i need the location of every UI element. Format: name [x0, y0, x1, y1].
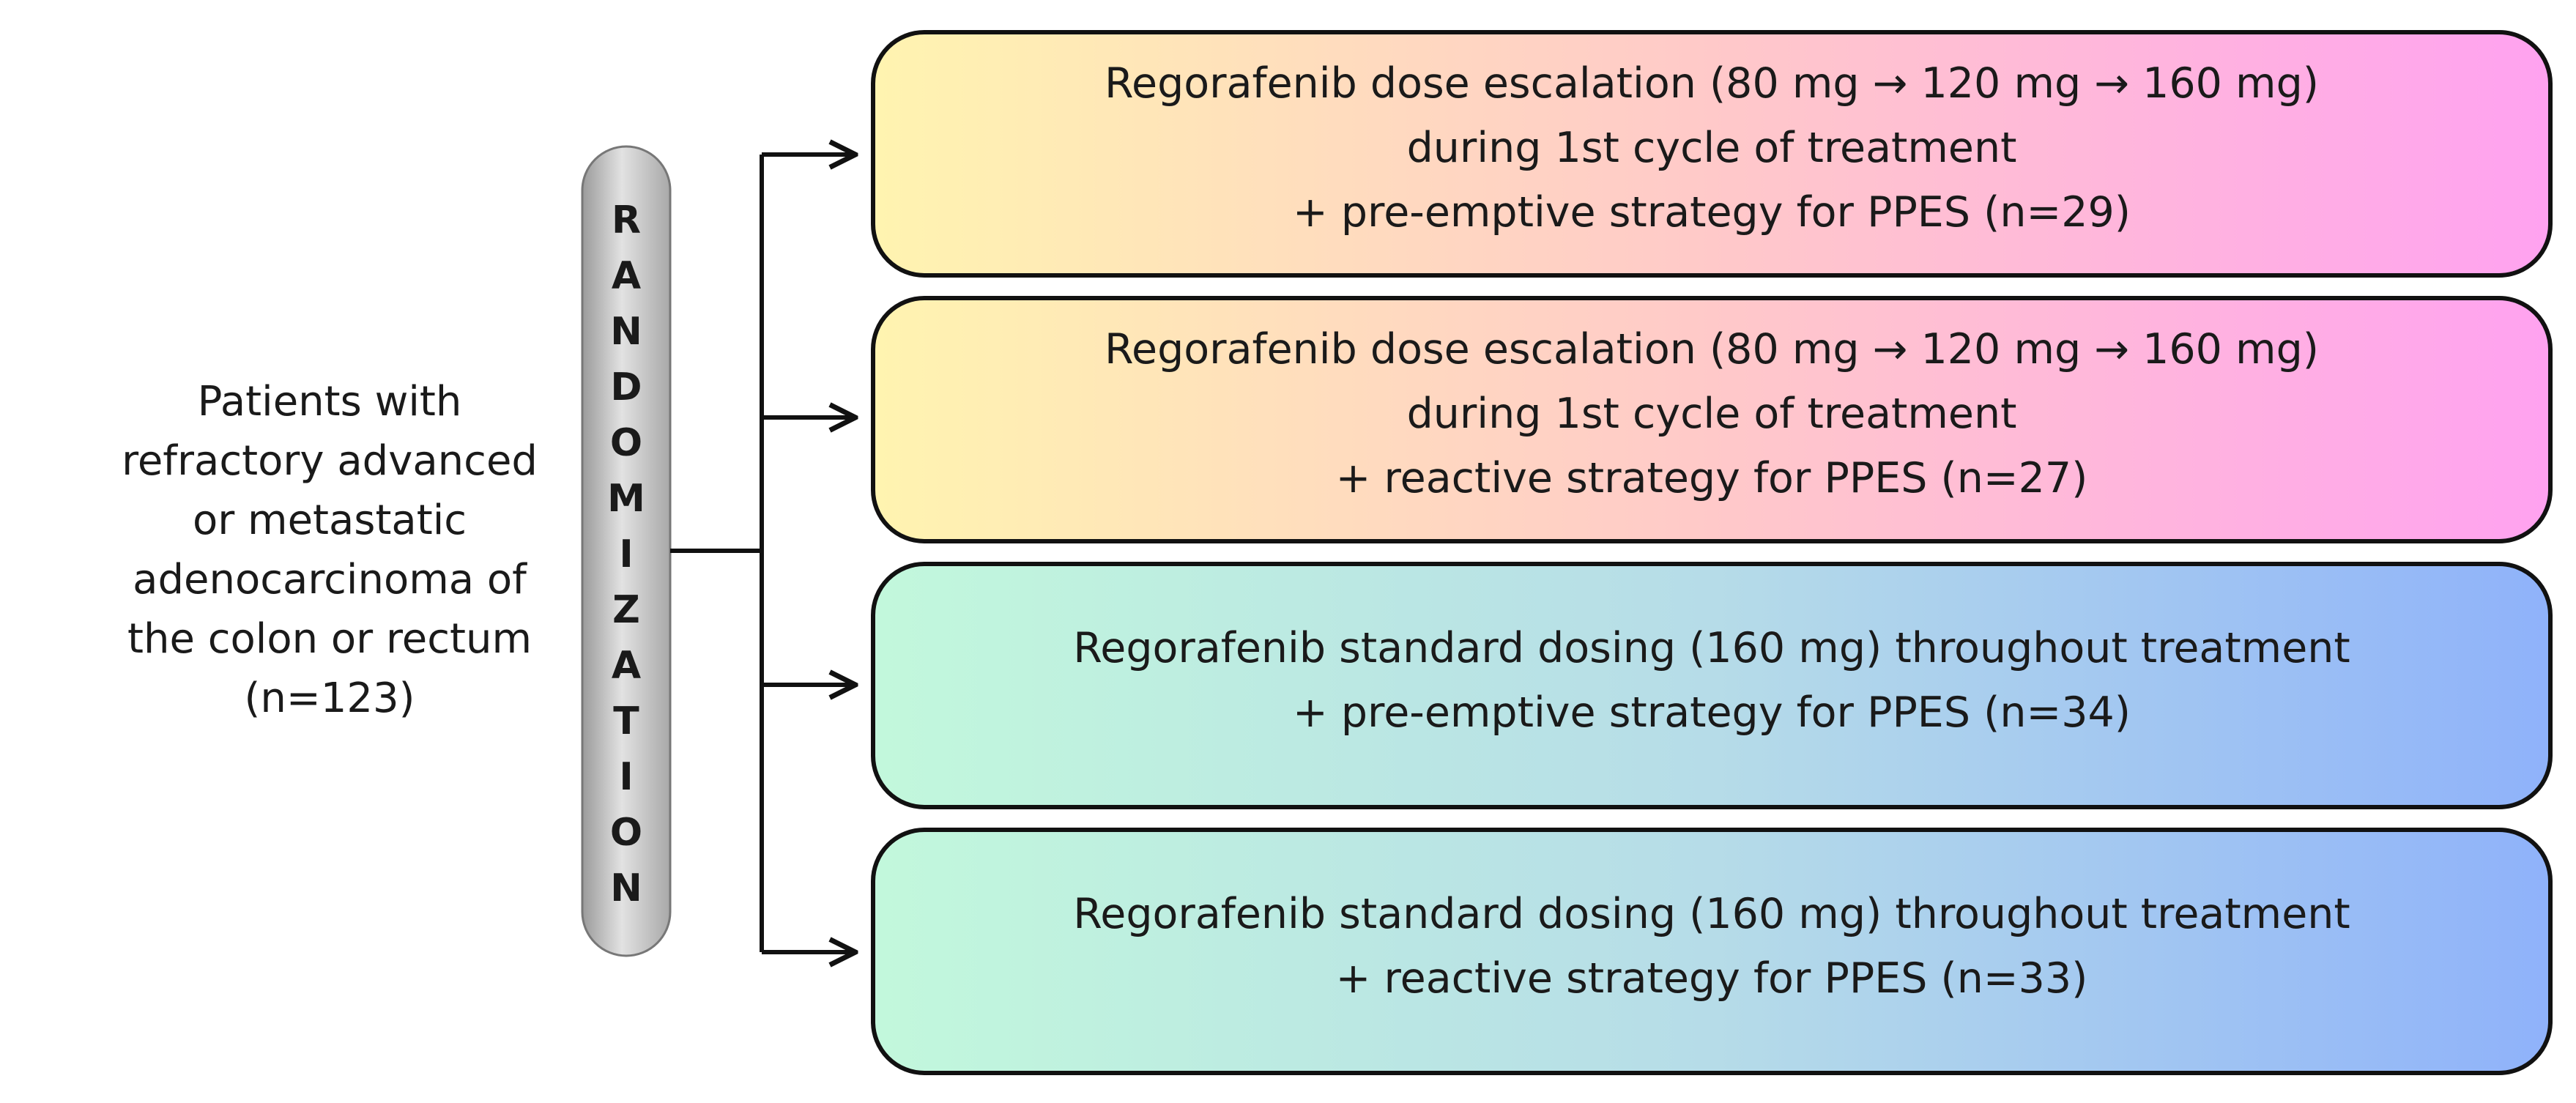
randomization-letter: A [612, 644, 641, 688]
arm-box-2: Regorafenib dose escalation (80 mg → 120… [871, 296, 2553, 543]
randomization-connectors [670, 155, 855, 952]
patients-line: or metastatic [193, 497, 467, 544]
patients-line: Patients with [198, 378, 462, 426]
patients-line: refractory advanced [122, 437, 538, 485]
arm-box-shape [871, 296, 2553, 543]
arm-line: during 1st cycle of treatment [1407, 124, 2017, 172]
arm-line: + reactive strategy for PPES (n=27) [1336, 454, 2088, 502]
randomization-letter: N [610, 866, 642, 910]
arm-line: + reactive strategy for PPES (n=33) [1336, 954, 2088, 1003]
randomization-letter: N [610, 310, 642, 354]
randomization-letter: R [612, 198, 641, 242]
arm-box-shape [871, 562, 2553, 809]
randomization-letter: M [607, 477, 645, 521]
randomization-letter: Z [612, 588, 640, 632]
randomization-letter: I [619, 755, 633, 799]
arm-line: Regorafenib dose escalation (80 mg → 120… [1105, 59, 2319, 108]
randomization-letter: D [610, 365, 642, 409]
arm-box-shape [871, 30, 2553, 278]
arm-line: + pre-emptive strategy for PPES (n=29) [1293, 188, 2131, 237]
patients-line: the colon or rectum [127, 615, 532, 663]
patients-block: Patients with refractory advanced or met… [122, 378, 538, 722]
randomization-letter: O [610, 811, 642, 855]
arm-line: Regorafenib standard dosing (160 mg) thr… [1073, 890, 2350, 938]
arm-line: Regorafenib standard dosing (160 mg) thr… [1073, 624, 2350, 672]
arm-box-3: Regorafenib standard dosing (160 mg) thr… [871, 562, 2553, 809]
arm-line: + pre-emptive strategy for PPES (n=34) [1293, 688, 2131, 737]
randomization-letter: I [619, 532, 633, 576]
arm-box-shape [871, 828, 2553, 1075]
arm-line: during 1st cycle of treatment [1407, 390, 2017, 438]
patients-line: (n=123) [245, 675, 415, 722]
arm-box-1: Regorafenib dose escalation (80 mg → 120… [871, 30, 2553, 278]
randomization-letter: A [612, 254, 641, 298]
randomization-letter: T [613, 699, 639, 743]
randomization-letter: O [610, 421, 642, 465]
arm-line: Regorafenib dose escalation (80 mg → 120… [1105, 325, 2319, 374]
arm-box-4: Regorafenib standard dosing (160 mg) thr… [871, 828, 2553, 1075]
patients-line: adenocarcinoma of [133, 556, 527, 604]
